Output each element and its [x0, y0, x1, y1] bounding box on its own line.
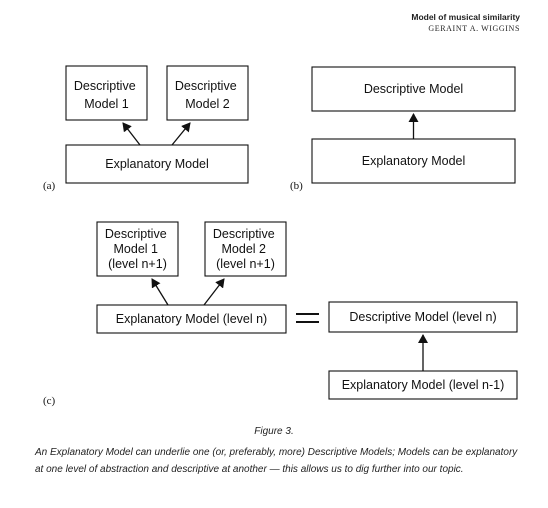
panel-b-label: (b)	[290, 180, 303, 192]
figure-caption-text: An Explanatory Model can underlie one (o…	[35, 447, 518, 475]
panel-c: Descriptive Model 1 (level n+1) Descript…	[43, 221, 518, 407]
panel-b-explanatory-model-box	[311, 138, 516, 184]
panel-b-descriptive-model-box	[311, 66, 516, 112]
panel-b: Descriptive Model Explanatory Model (b)	[290, 66, 516, 192]
header-title: Model of musical similarity	[411, 12, 520, 22]
header-author: GERAINT A. WIGGINS	[428, 24, 520, 33]
panel-a-descriptive-model-2-box	[166, 65, 249, 121]
panel-a-label: (a)	[43, 180, 56, 192]
panel-a-descriptive-model-1-box	[65, 65, 148, 121]
panel-b-explanatory-model-label: Explanatory Model	[362, 154, 466, 168]
panel-c-explanatory-model-level-n-1-label: Explanatory Model (level n-1)	[342, 378, 505, 392]
panel-c-explanatory-model-level-n-label: Explanatory Model (level n)	[116, 312, 267, 326]
panel-a-arrow-to-descriptive-1	[122, 122, 141, 146]
panel-c-arrow-to-descriptive-2	[203, 278, 225, 306]
panel-c-descriptive-model-level-n-box	[328, 301, 518, 333]
running-header: Model of musical similarity GERAINT A. W…	[411, 12, 520, 34]
panel-a-explanatory-model-box	[65, 144, 249, 184]
panel-a: Descriptive Model 1 Descriptive Model 2 …	[43, 65, 249, 192]
figure-diagram: Descriptive Model 1 Descriptive Model 2 …	[43, 65, 518, 407]
panel-a-arrow-to-descriptive-2	[171, 122, 191, 146]
panel-c-descriptive-model-2-label: Descriptive Model 2 (level n+1)	[213, 227, 278, 271]
panel-c-descriptive-model-1-label: Descriptive Model 1 (level n+1)	[105, 227, 170, 271]
figure-caption-title: Figure 3.	[254, 426, 294, 437]
panel-c-descriptive-model-2-box	[204, 221, 287, 277]
panel-a-descriptive-model-2-label: Descriptive Model 2	[175, 79, 240, 111]
panel-c-arrow-to-descriptive-1	[151, 278, 169, 306]
panel-a-descriptive-model-1-label: Descriptive Model 1	[74, 79, 139, 111]
panel-c-explanatory-model-level-n-box	[96, 304, 287, 334]
panel-c-descriptive-model-1-box	[96, 221, 179, 277]
panel-c-descriptive-model-level-n-label: Descriptive Model (level n)	[349, 310, 496, 324]
panel-b-descriptive-model-label: Descriptive Model	[364, 82, 463, 96]
panel-c-label: (c)	[43, 395, 56, 407]
panel-a-explanatory-model-label: Explanatory Model	[105, 157, 209, 171]
